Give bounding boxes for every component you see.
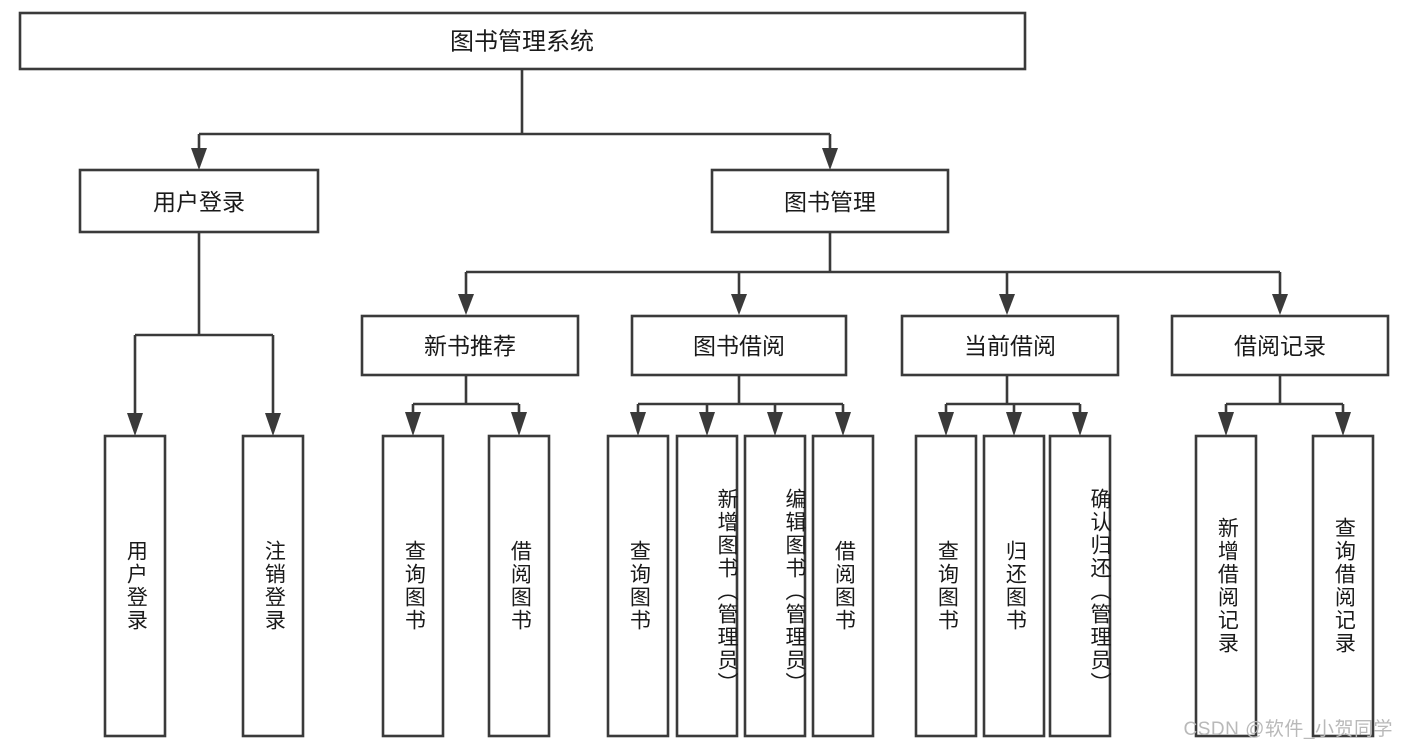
leaf-box-user-login[interactable] [103,434,167,738]
node-book-manage-box[interactable] [710,168,950,234]
leaf-box-confirm-return[interactable] [1048,434,1112,738]
arrow-head-book-borrow [731,294,747,315]
arrow-head-leaf-logout [265,413,281,436]
arrow-head-leaf-query-book-3 [938,412,954,436]
node-user-login[interactable]: 用户登录 [78,168,320,234]
leaf-box-borrow-book-1[interactable] [487,434,551,738]
leaf-box-query-book-2[interactable] [606,434,670,738]
leaf-box-edit-book[interactable] [743,434,807,738]
arrow-head-leaf-edit-book [767,412,783,436]
connectors-root-to-level2 [191,69,838,170]
leaf-box-query-book-1[interactable] [381,434,445,738]
arrow-head-user-login [191,148,207,170]
node-current-borrow-label: 当前借阅 [964,333,1056,359]
connectors-borrow-record-to-leaves [1218,375,1351,436]
leaf-box-add-book[interactable] [675,434,739,738]
arrow-head-borrow-record [1272,294,1288,315]
node-new-book-recommend-box[interactable] [360,314,580,377]
arrow-head-book-manage [822,148,838,170]
arrow-head-leaf-return-book [1006,412,1022,436]
node-root-box[interactable] [18,11,1027,71]
leaf-box-logout[interactable] [241,434,305,738]
node-user-login-box[interactable] [78,168,320,234]
node-current-borrow-box[interactable] [900,314,1120,377]
leaf-box-query-book-3[interactable] [914,434,978,738]
node-new-book-recommend-label: 新书推荐 [424,333,516,359]
leaf-box-query-record[interactable] [1311,434,1375,738]
connectors-book-borrow-to-leaves [630,375,851,436]
watermark-text: CSDN @软件_小贺同学 [1183,719,1393,740]
node-user-login-label: 用户登录 [153,189,245,215]
leaf-box-return-book[interactable] [982,434,1046,738]
arrow-head-leaf-user-login [127,413,143,436]
arrow-head-leaf-query-record [1335,412,1351,436]
leaf-box-borrow-book-2[interactable] [811,434,875,738]
arrow-head-current-borrow [999,294,1015,315]
connectors-user-login-to-leaves [127,232,281,436]
node-book-manage-label: 图书管理 [784,189,876,215]
arrow-head-leaf-add-record [1218,412,1234,436]
arrow-head-leaf-borrow-book-1 [511,412,527,436]
node-new-book-recommend[interactable]: 新书推荐 [360,314,580,377]
arrow-head-leaf-add-book [699,412,715,436]
arrow-head-new-book [458,294,474,315]
node-book-borrow-box[interactable] [630,314,848,377]
node-root-label: 图书管理系统 [450,29,594,56]
connectors-new-book-to-leaves [405,375,527,436]
arrow-head-leaf-query-book-1 [405,412,421,436]
node-borrow-record-box[interactable] [1170,314,1390,377]
node-root[interactable]: 图书管理系统 [18,11,1027,71]
connectors-book-manage-to-level3 [458,232,1288,315]
node-borrow-record-label: 借阅记录 [1234,333,1326,359]
node-book-borrow[interactable]: 图书借阅 [630,314,848,377]
node-book-borrow-label: 图书借阅 [693,333,785,359]
arrow-head-leaf-confirm-return [1072,412,1088,436]
node-book-manage[interactable]: 图书管理 [710,168,950,234]
node-current-borrow[interactable]: 当前借阅 [900,314,1120,377]
node-borrow-record[interactable]: 借阅记录 [1170,314,1390,377]
leaf-box-add-record[interactable] [1194,434,1258,738]
arrow-head-leaf-query-book-2 [630,412,646,436]
connectors-current-borrow-to-leaves [938,375,1088,436]
arrow-head-leaf-borrow-book-2 [835,412,851,436]
leaf-boxes [103,434,1375,738]
